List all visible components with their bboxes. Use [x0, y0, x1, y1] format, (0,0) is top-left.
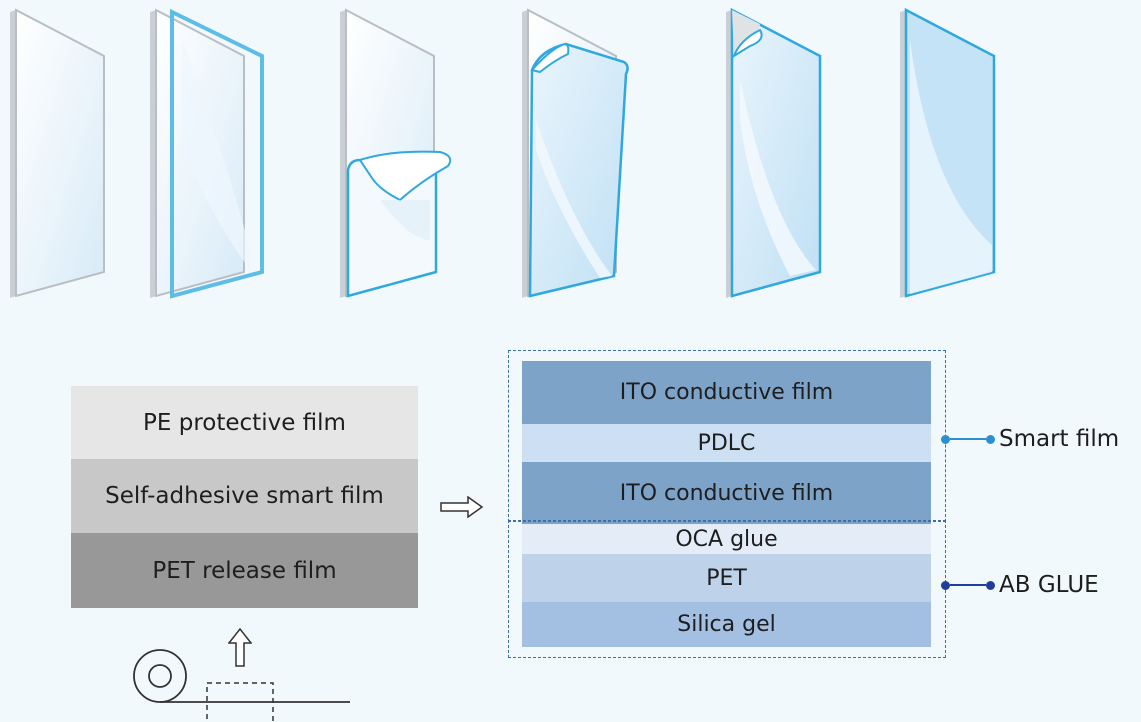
result-layer-pdlc: PDLC	[522, 424, 931, 462]
result-layer-silica: Silica gel	[522, 602, 931, 647]
callout-dot	[941, 580, 950, 590]
glass-panel-2	[150, 8, 264, 299]
source-layer-pe: PE protective film	[71, 386, 418, 459]
ab-glue-group-box	[508, 520, 946, 658]
smart-film-callout: Smart film	[941, 426, 1119, 452]
process-illustration	[10, 7, 996, 299]
result-layer-ito-top: ITO conductive film	[522, 361, 931, 424]
callout-line	[950, 584, 986, 586]
callout-dot	[941, 434, 950, 444]
smart-film-group-box	[508, 350, 946, 522]
arrow-right-icon	[440, 496, 484, 518]
arrow-up-icon	[228, 628, 252, 667]
source-layer-pet-release: PET release film	[71, 533, 418, 608]
source-layer-smart-film: Self-adhesive smart film	[71, 459, 418, 533]
result-layer-pet: PET	[522, 554, 931, 602]
result-layer-ito-bottom: ITO conductive film	[522, 462, 931, 524]
callout-dot	[986, 580, 995, 590]
result-layer-oca: OCA glue	[522, 524, 931, 554]
film-roll-icon	[133, 649, 350, 722]
glass-panel-4	[522, 8, 629, 298]
glass-panel-6	[900, 7, 996, 298]
glass-panel-3	[340, 8, 452, 298]
smart-film-label: Smart film	[999, 426, 1120, 452]
ab-glue-callout: AB GLUE	[941, 572, 1099, 598]
glass-panel-1	[10, 8, 105, 298]
callout-line	[950, 438, 986, 440]
ab-glue-label: AB GLUE	[999, 572, 1099, 598]
glass-panel-5	[726, 7, 822, 298]
callout-dot	[986, 434, 995, 444]
